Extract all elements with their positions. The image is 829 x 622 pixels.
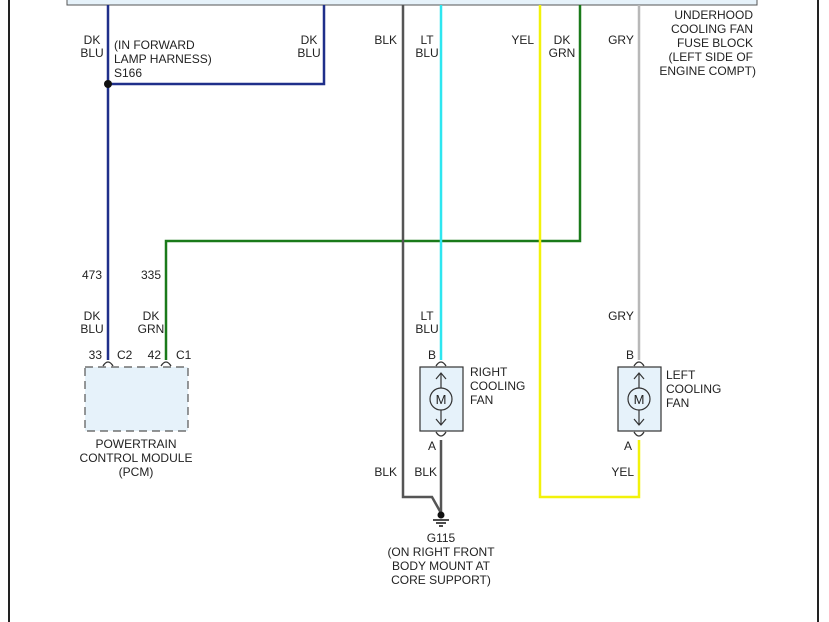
fuse-block-label-5: ENGINE COMPT) — [659, 64, 756, 78]
wire-label-blk-top: BLK — [374, 33, 397, 47]
wire-label-dkblu-left-1: DK — [84, 33, 101, 47]
ground-label-3: BODY MOUNT AT — [392, 559, 491, 573]
pcm-label-2: CONTROL MODULE — [80, 451, 193, 465]
right-fan-wire-ltblu-1: LT — [420, 309, 434, 323]
wire-label-gry-top: GRY — [608, 33, 634, 47]
splice-label-1: (IN FORWARD — [114, 38, 195, 52]
right-fan-label-3: FAN — [470, 393, 493, 407]
left-fan-connector-b — [633, 361, 645, 367]
wire-label-dkgrn-top-2: GRN — [549, 46, 576, 60]
right-fan-pin-b: B — [428, 348, 436, 362]
pcm-label-1: POWERTRAIN — [95, 437, 176, 451]
right-fan-pin-a: A — [428, 439, 436, 453]
right-fan-label-1: RIGHT — [470, 365, 508, 379]
pcm-pin-33: 33 — [89, 348, 103, 362]
pcm-box — [84, 366, 189, 432]
wire-label-yel-top: YEL — [511, 33, 534, 47]
left-fan-label-3: FAN — [666, 396, 689, 410]
pcm-pin-42: 42 — [148, 348, 162, 362]
fuse-block-label-1: UNDERHOOD — [674, 8, 753, 22]
wire-label-dkblu-left-2: BLU — [80, 46, 103, 60]
wire-label-dkgrn-top-1: DK — [554, 33, 571, 47]
wire-dkblu-splice — [108, 5, 326, 86]
ground-label-2: (ON RIGHT FRONT — [387, 545, 495, 559]
ground-label-1: G115 — [427, 531, 456, 545]
pcm-connector-c2: C2 — [117, 348, 133, 362]
left-fan-motor-label: M — [634, 392, 645, 407]
pcm-connector-c1: C1 — [176, 348, 192, 362]
right-fan-label-2: COOLING — [470, 379, 525, 393]
wire-blk-left — [401, 5, 443, 514]
left-fan-motor-icon — [627, 387, 651, 411]
fuse-block-label-3: FUSE BLOCK — [677, 36, 753, 50]
wire-label-yel-bottom: YEL — [611, 465, 634, 479]
left-fan-pin-a: A — [624, 439, 632, 453]
fuse-block-label-4: (LEFT SIDE OF — [669, 50, 753, 64]
right-fan-connector-a — [435, 431, 447, 437]
circuit-473: 473 — [82, 268, 102, 282]
left-fan-wire-gry: GRY — [608, 309, 634, 323]
circuit-335: 335 — [141, 268, 161, 282]
splice-label-3: S166 — [114, 66, 142, 80]
fuse-block-label-2: COOLING FAN — [671, 22, 753, 36]
wire-label-blk-left: BLK — [374, 465, 397, 479]
wire-yel — [538, 5, 641, 499]
left-fan-arrow-top — [633, 372, 645, 380]
wire-label-ltblu-top-2: BLU — [415, 46, 438, 60]
wire-label-dkblu-right-1: DK — [301, 33, 318, 47]
fuse-block — [66, 0, 758, 6]
ground-dot — [437, 511, 445, 519]
pcm-wire-dkgrn-1: DK — [143, 309, 160, 323]
splice-label-2: LAMP HARNESS) — [114, 52, 212, 66]
right-fan-wire-ltblu-2: BLU — [415, 322, 438, 336]
pcm-connector-arc-c1 — [160, 361, 172, 367]
right-fan-arrow-bottom — [435, 418, 447, 426]
left-fan-label-2: COOLING — [666, 382, 721, 396]
wire-dkgrn — [164, 5, 582, 360]
right-fan-arrow-top — [435, 372, 447, 380]
ground-label-4: CORE SUPPORT) — [391, 573, 491, 587]
wire-label-dkblu-right-2: BLU — [297, 46, 320, 60]
pcm-label-3: (PCM) — [119, 465, 154, 479]
left-fan-label-1: LEFT — [666, 368, 696, 382]
left-fan-arrow-bottom — [633, 418, 645, 426]
right-fan-motor-icon — [429, 387, 453, 411]
wire-label-blk-right: BLK — [414, 465, 437, 479]
pcm-wire-dkgrn-2: GRN — [138, 322, 165, 336]
right-fan-motor-label: M — [436, 392, 447, 407]
right-fan-connector-b — [435, 361, 447, 367]
splice-s166-dot — [104, 80, 112, 88]
wire-label-ltblu-top-1: LT — [420, 33, 434, 47]
left-fan-connector-a — [633, 431, 645, 437]
pcm-wire-dkblu-2: BLU — [80, 322, 103, 336]
pcm-connector-arc-c2 — [102, 361, 114, 367]
left-fan-pin-b: B — [626, 348, 634, 362]
pcm-wire-dkblu-1: DK — [84, 309, 101, 323]
